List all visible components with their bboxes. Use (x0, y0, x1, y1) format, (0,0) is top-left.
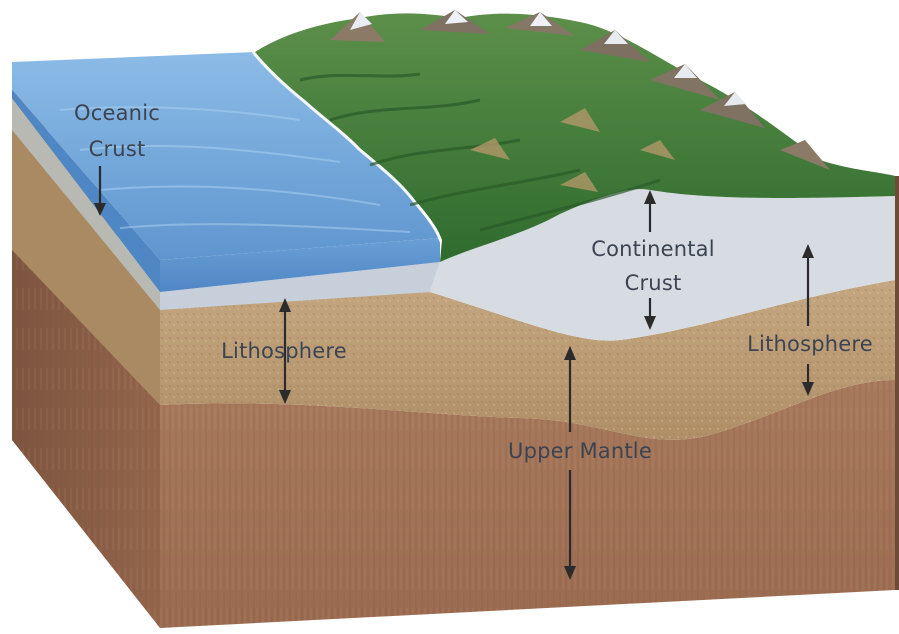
label-oceanic-crust-line2: Crust (89, 137, 146, 161)
label-continental-crust-line2: Crust (625, 271, 682, 295)
label-lithosphere-left: Lithosphere (221, 339, 347, 363)
label-upper-mantle: Upper Mantle (508, 439, 652, 463)
label-continental-crust-line1: Continental (591, 237, 715, 261)
block-right-edge (895, 176, 899, 590)
label-oceanic-crust-line1: Oceanic (74, 101, 160, 125)
label-lithosphere-right: Lithosphere (747, 332, 873, 356)
